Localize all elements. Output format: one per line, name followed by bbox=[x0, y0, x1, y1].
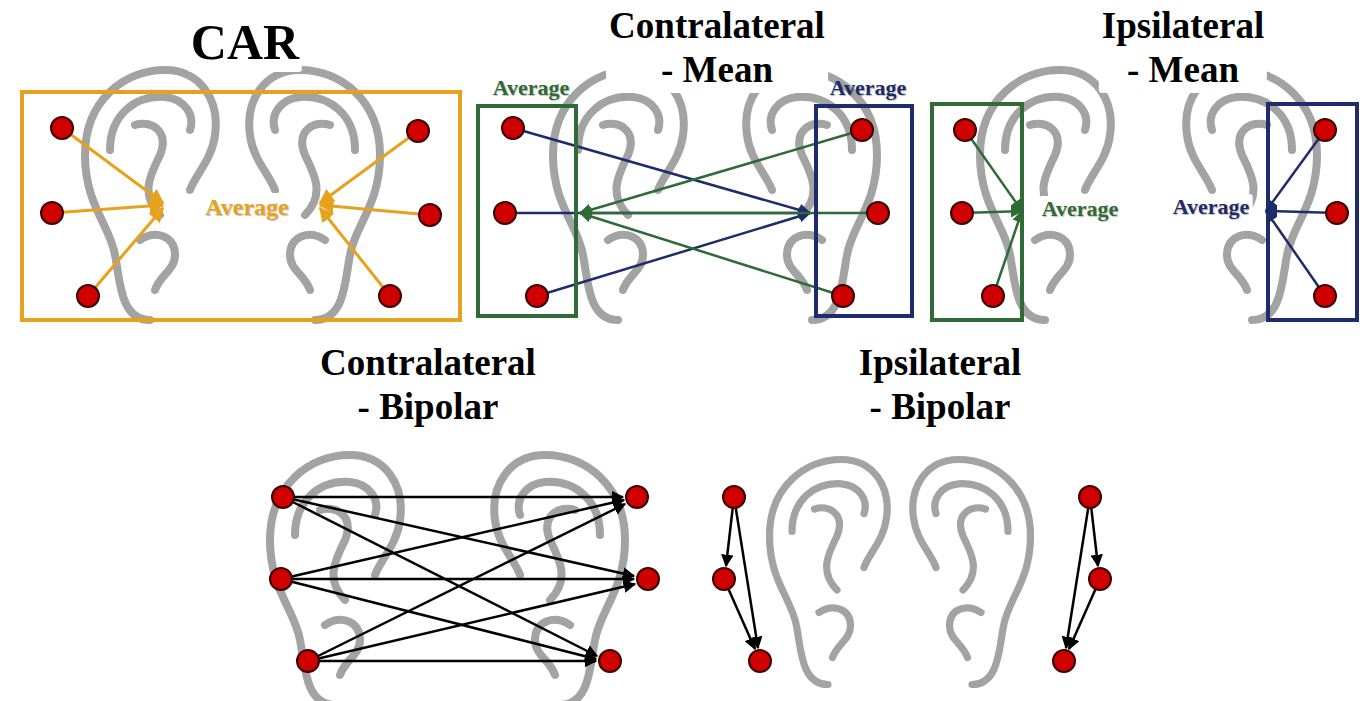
left-ear-group: Average bbox=[476, 104, 578, 318]
right-ear-group: Average bbox=[814, 104, 914, 318]
average-label: Average bbox=[202, 193, 292, 222]
car-region: CARAverage bbox=[20, 90, 462, 322]
panel-title: Ipsilateral - Mean bbox=[1099, 4, 1267, 93]
average-label: Average bbox=[493, 75, 570, 101]
average-label: Average bbox=[1170, 194, 1253, 220]
title-line: Contralateral bbox=[320, 341, 536, 385]
title-line: - Mean bbox=[609, 48, 825, 92]
title-line: - Bipolar bbox=[320, 385, 536, 429]
panel-title: Ipsilateral - Bipolar bbox=[856, 341, 1024, 430]
title-line: Contralateral bbox=[609, 4, 825, 48]
average-label: Average bbox=[1039, 196, 1122, 222]
title-line: - Bipolar bbox=[859, 385, 1021, 429]
panel-title: CAR bbox=[188, 12, 302, 72]
panel-title: Contralateral - Bipolar bbox=[317, 341, 539, 430]
title-line: Ipsilateral bbox=[859, 341, 1021, 385]
average-label: Average bbox=[830, 75, 907, 101]
title-line: Ipsilateral bbox=[1102, 4, 1264, 48]
panel-title: Contralateral - Mean bbox=[606, 4, 828, 93]
title-line: - Mean bbox=[1102, 48, 1264, 92]
